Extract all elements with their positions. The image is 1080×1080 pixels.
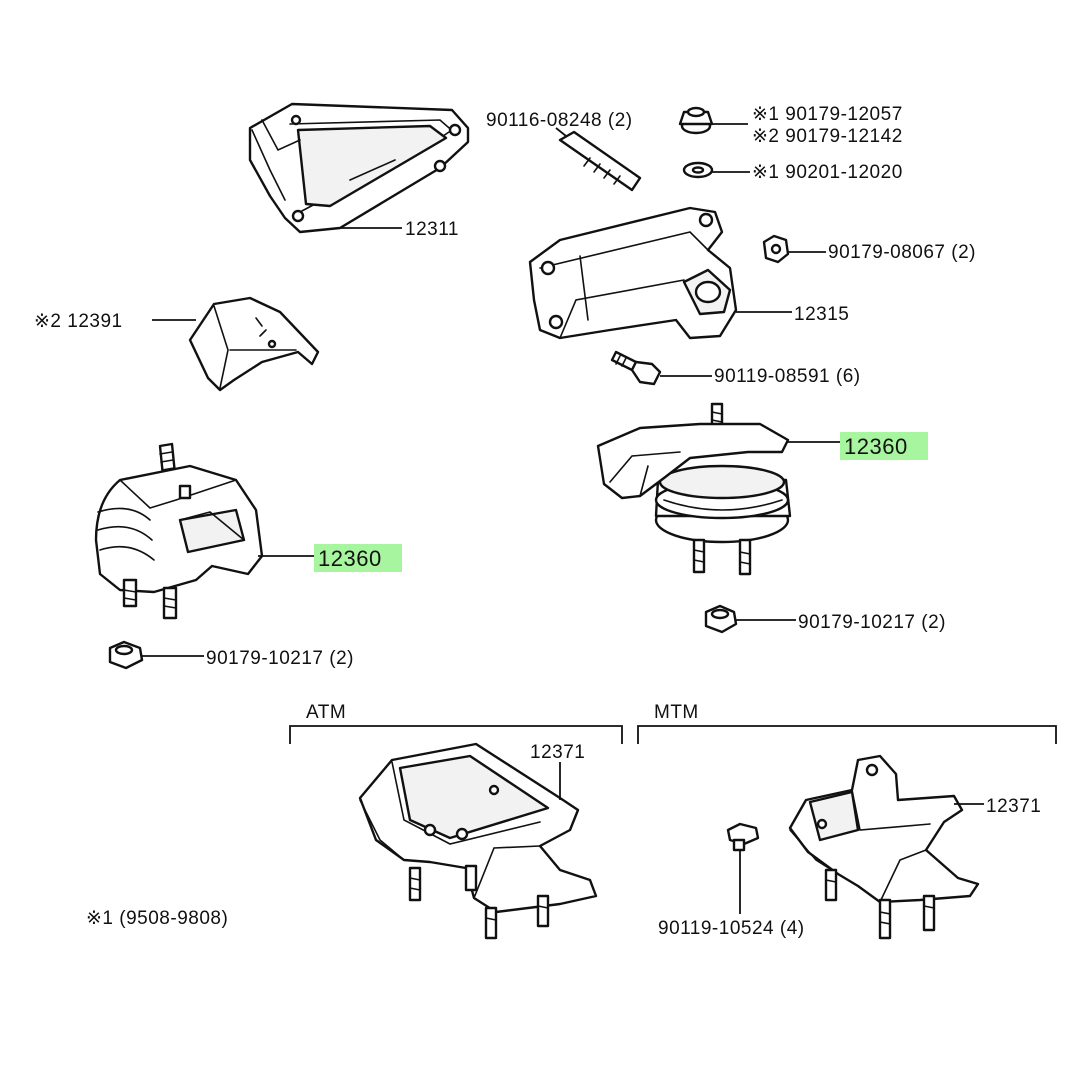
bolt-90119-08591 (610, 350, 662, 386)
label-90179-08067: 90179-08067 (2) (828, 242, 976, 263)
highlight-12360-right (840, 432, 928, 460)
label-90179-12057: ※1 90179-12057 (752, 104, 903, 125)
label-90119-08591: 90119-08591 (6) (714, 366, 861, 387)
label-90179-10217-right: 90179-10217 (2) (798, 612, 946, 633)
stud-90116 (558, 130, 642, 192)
label-12391: ※2 12391 (34, 311, 123, 332)
transmission-mount-12371-atm (358, 742, 598, 940)
label-12371-mtm: 12371 (986, 796, 1041, 817)
flange-nut-icon (678, 106, 714, 135)
hex-nut-icon (762, 234, 790, 264)
label-90119-10524: 90119-10524 (4) (658, 918, 805, 939)
bracket-12311 (248, 102, 470, 234)
engine-mount-12360-left (94, 442, 264, 620)
transmission-mount-12371-mtm (788, 754, 980, 940)
label-90179-12142: ※2 90179-12142 (752, 126, 903, 147)
label-12311: 12311 (405, 219, 459, 240)
label-90179-10217-left: 90179-10217 (2) (206, 648, 354, 669)
footnote-1: ※1 (9508-9808) (86, 908, 228, 929)
label-12360-right[interactable]: 12360 (844, 434, 908, 459)
mtm-group-bracket (637, 725, 1057, 744)
flange-nut-icon (704, 604, 738, 634)
shield-12391 (188, 296, 320, 392)
flange-nut-icon (108, 640, 144, 670)
group-label-mtm: MTM (654, 702, 699, 723)
leader-90116 (555, 127, 567, 137)
highlight-12360-left (314, 544, 402, 572)
label-90116: 90116-08248 (2) (486, 110, 633, 131)
label-12315: 12315 (794, 304, 849, 325)
group-label-atm: ATM (306, 702, 346, 723)
bolt-90119-10524 (726, 822, 760, 852)
atm-group-bracket (289, 725, 623, 744)
label-12360-left[interactable]: 12360 (318, 546, 382, 571)
engine-mount-12360-right (596, 402, 792, 576)
washer-icon (682, 161, 714, 179)
bracket-12315 (528, 206, 738, 340)
label-12371-atm: 12371 (530, 742, 585, 763)
label-90201: ※1 90201-12020 (752, 162, 903, 183)
